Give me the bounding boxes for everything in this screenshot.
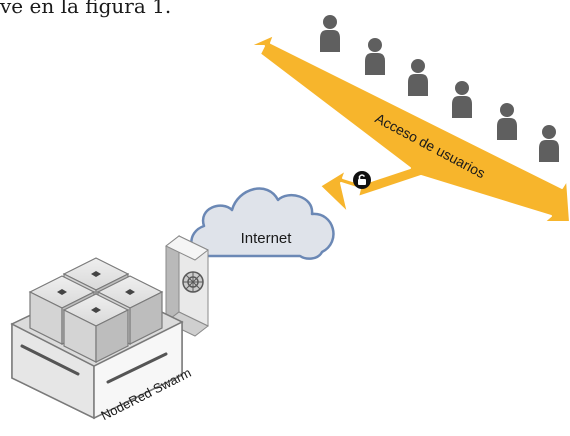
caption-text: ve en la figura 1. (0, 0, 172, 18)
internet-label: Internet (241, 230, 293, 247)
person-icon (320, 15, 340, 52)
person-icon (365, 38, 385, 75)
users-group (320, 15, 559, 162)
person-icon (452, 81, 472, 118)
server-cube-icon (62, 293, 130, 363)
access-arrow (248, 34, 570, 223)
firewall-icon (165, 234, 209, 337)
person-icon (497, 103, 517, 140)
cloud-icon (190, 187, 335, 260)
person-icon (539, 125, 559, 162)
lock-icon (353, 171, 371, 189)
person-icon (408, 59, 428, 96)
